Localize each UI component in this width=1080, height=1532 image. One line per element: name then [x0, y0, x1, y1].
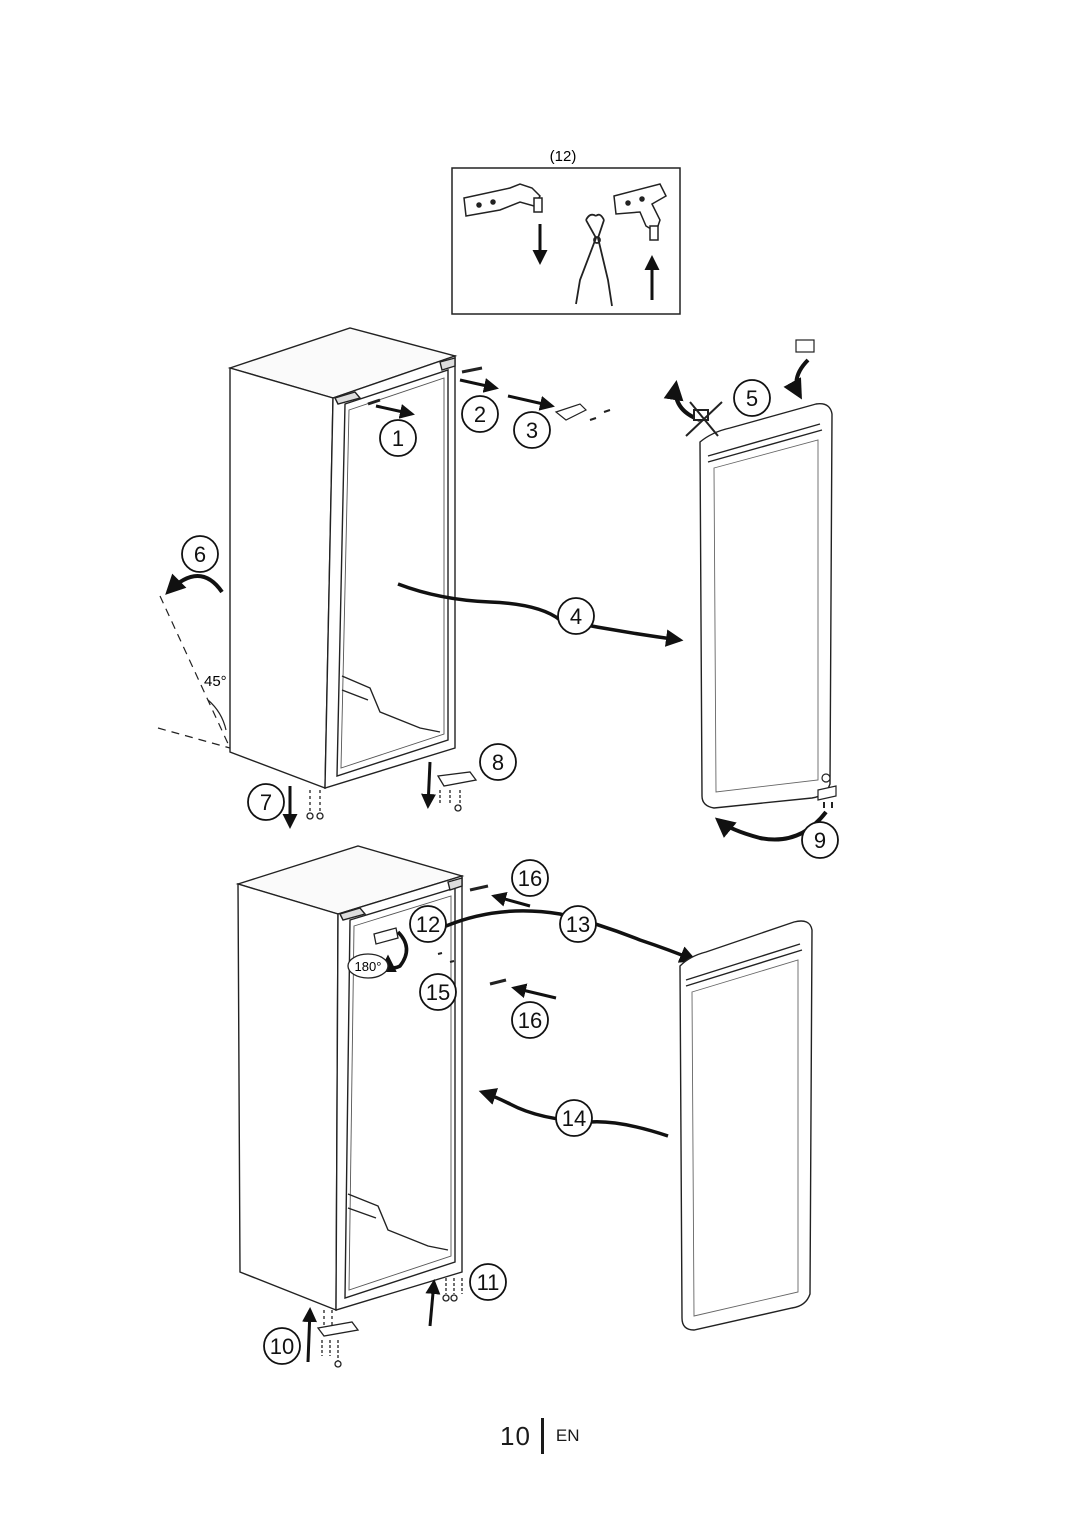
hinge-bracket-right [613, 183, 667, 241]
arrow-step-8 [421, 761, 437, 809]
svg-text:7: 7 [260, 790, 272, 815]
arrow-step-5-right [783, 358, 810, 400]
svg-text:11: 11 [477, 1270, 500, 1295]
arrow-step-14 [478, 1088, 669, 1138]
hinge-bottom-step-10 [316, 1310, 360, 1368]
cross-mark [685, 401, 723, 437]
tilt-indicator [157, 595, 231, 749]
screws-step-11 [442, 1278, 463, 1302]
step-numbers: 1 2 3 4 5 6 7 8 9 10 11 12 13 14 15 16 1… [181, 379, 839, 1365]
step-badge-9: 9 [801, 821, 839, 859]
arrow-step-1 [375, 404, 415, 419]
step-badge-15: 15 [419, 973, 457, 1011]
svg-text:16: 16 [518, 1008, 542, 1033]
angle-label-45: 45° [204, 673, 227, 690]
svg-text:3: 3 [526, 418, 538, 443]
hinge-bracket-left [463, 183, 543, 217]
arrow-step-6 [165, 573, 224, 595]
svg-text:6: 6 [194, 542, 206, 567]
svg-text:9: 9 [814, 828, 826, 853]
svg-text:12: 12 [416, 912, 440, 937]
svg-text:13: 13 [566, 912, 590, 937]
step-badge-4: 4 [557, 597, 595, 635]
step-badge-11: 11 [469, 1263, 507, 1301]
arrow-step-2 [459, 378, 499, 393]
page-number: 10 [500, 1420, 531, 1451]
arrow-step-11 [425, 1279, 441, 1327]
svg-text:15: 15 [426, 980, 450, 1005]
language-code: EN [555, 1426, 580, 1445]
inset-label: (12) [550, 148, 577, 165]
arrow-step-12 [379, 930, 409, 973]
door-bottom-pin [817, 773, 837, 808]
fridge-door-top [699, 403, 833, 809]
step-badge-3: 3 [513, 411, 551, 449]
hinge-bottom-step-8 [436, 771, 478, 812]
fridge-door-bottom [679, 920, 813, 1331]
screws-step-7 [306, 790, 324, 820]
rotate-180-badge: 180° [347, 953, 389, 979]
footer-divider [540, 1418, 544, 1454]
step-badge-6: 6 [181, 535, 219, 573]
pliers-icon [575, 213, 613, 307]
page-footer: 10 EN [500, 1416, 580, 1456]
arrow-step-4 [397, 582, 684, 647]
fridge-cabinet-bottom [235, 845, 465, 1312]
svg-text:4: 4 [570, 604, 582, 629]
arrow-step-10 [302, 1307, 318, 1363]
step-badge-16-bottom: 16 [511, 1001, 549, 1039]
step-badge-13: 13 [559, 905, 597, 943]
hinge-rotate [373, 927, 399, 945]
step-badge-10: 10 [263, 1327, 301, 1365]
fridge-cabinet-top [227, 327, 458, 790]
svg-text:8: 8 [492, 750, 504, 775]
step-badge-7: 7 [247, 783, 285, 821]
step-badge-12: 12 [409, 905, 447, 943]
step-badge-2: 2 [461, 395, 499, 433]
hinge-detail-inset: (12) [451, 148, 681, 315]
svg-text:10: 10 [270, 1334, 294, 1359]
svg-text:1: 1 [392, 426, 404, 451]
hinge-removed [554, 403, 611, 421]
step-badge-1: 1 [379, 419, 417, 457]
svg-text:14: 14 [562, 1106, 586, 1131]
svg-text:16: 16 [518, 866, 542, 891]
arrow-step-16-top [491, 891, 531, 908]
step-badge-5: 5 [733, 379, 771, 417]
arrow-step-3 [507, 394, 555, 411]
step-badge-8: 8 [479, 743, 517, 781]
angle-label-180: 180° [355, 959, 382, 974]
arrow-step-16-bottom [511, 983, 557, 1000]
svg-text:2: 2 [474, 402, 486, 427]
step-badge-16-top: 16 [511, 859, 549, 897]
step-badge-14: 14 [555, 1099, 593, 1137]
svg-text:5: 5 [746, 386, 758, 411]
